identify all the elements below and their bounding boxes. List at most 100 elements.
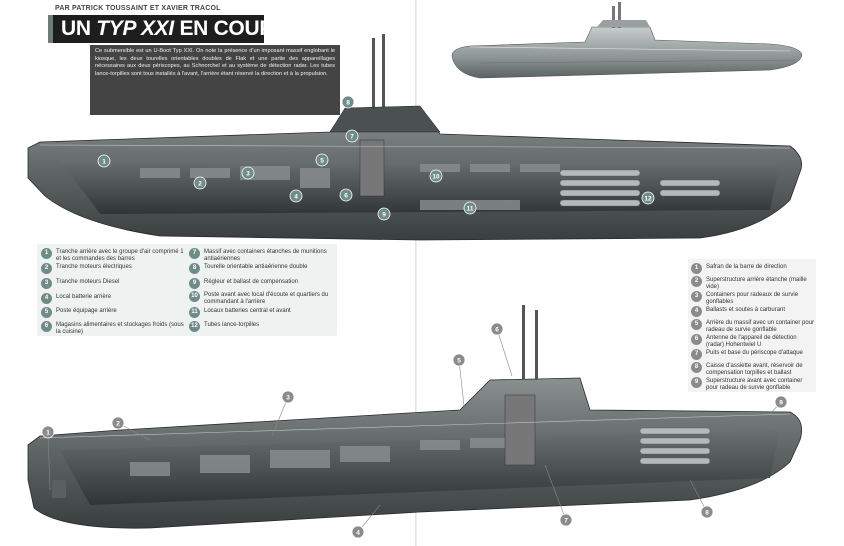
legend-text: Tranche arrière avec le groupe d'air com…	[56, 249, 184, 262]
legend-top-item: 4 Local batterie arrière	[41, 293, 189, 304]
callout-top-11: 11	[463, 201, 477, 215]
legend-text: Superstructure arrière étanche (maille v…	[706, 277, 807, 290]
top-cutaway-submarine	[27, 34, 803, 241]
legend-text: Safran de la barre de direction	[706, 264, 787, 270]
legend-text: Containers pour radeaux de survie gonfla…	[706, 292, 799, 305]
callout-top-12-label: 12	[644, 196, 652, 203]
legend-text: Locaux batteries central et avant	[204, 308, 291, 314]
page-gutter	[415, 0, 417, 546]
legend-number: 5	[41, 307, 52, 318]
callout-top-3: 3	[241, 166, 255, 180]
legend-text: Superstructure avant avec container pour…	[706, 378, 803, 391]
legend-top-item: 3 Tranche moteurs Diesel	[41, 278, 189, 289]
legend-number: 2	[691, 276, 702, 287]
legend-top-item: 8 Tourelle orientable antiaérienne double	[189, 263, 337, 274]
legend-top-item: 12 Tubes lance-torpilles	[189, 321, 337, 332]
legend-bottom-item: 8 Caisse d'assiette avant, réservoir de c…	[691, 362, 815, 376]
legend-number: 8	[691, 362, 702, 373]
callout-top-8-label: 8	[346, 100, 350, 107]
legend-text: Poste équipage arrière	[56, 308, 117, 314]
callout-top-3-label: 3	[246, 171, 250, 178]
exterior-submarine-view	[451, 2, 803, 79]
callout-bottom-5-label: 5	[457, 358, 461, 365]
legend-text: Poste avant avec local d'écoute et quart…	[204, 292, 329, 305]
callout-top-7-label: 7	[350, 134, 354, 141]
legend-text: Local batterie arrière	[56, 294, 112, 300]
legend-top-item: 10 Poste avant avec local d'écoute et qua…	[189, 291, 337, 305]
byline: PAR PATRICK TOUSSAINT ET XAVIER TRACOL	[55, 5, 221, 12]
legend-number: 4	[41, 293, 52, 304]
callout-bottom-2-label: 2	[116, 421, 120, 428]
legend-text: Ballasts et soutes à carburant	[706, 307, 786, 313]
legend-text: Massif avec containers étanches de munit…	[204, 249, 327, 262]
legend-text: Magasins alimentaires et stockages froid…	[56, 322, 184, 335]
legend-number: 8	[189, 263, 200, 274]
legend-number: 2	[41, 263, 52, 274]
legend-number: 1	[41, 248, 52, 259]
legend-bottom-item: 1 Safran de la barre de direction	[691, 263, 815, 274]
intro-text: Ce submersible est un U-Boot Typ XXI. On…	[90, 45, 340, 115]
legend-text: Tourelle orientable antiaérienne double	[204, 264, 308, 270]
legend-bottom-item: 4 Ballasts et soutes à carburant	[691, 306, 815, 317]
legend-number: 1	[691, 263, 702, 274]
callout-top-6: 6	[339, 188, 353, 202]
legend-number: 12	[189, 321, 200, 332]
top-diagram-callouts: 1 2 3 4 5 6 7 8 9 10 11 12	[97, 95, 655, 221]
callout-bottom-2: 2	[111, 416, 125, 430]
legend-number: 10	[189, 291, 200, 302]
callout-top-10: 10	[429, 169, 443, 183]
legend-number: 9	[189, 278, 200, 289]
legend-text: Puits et base du périscope d'attaque	[706, 350, 803, 356]
callout-top-2-label: 2	[198, 181, 202, 188]
legend-text: Tubes lance-torpilles	[204, 322, 260, 328]
callout-bottom-4: 4	[351, 525, 365, 539]
callout-top-11-label: 11	[467, 206, 474, 213]
legend-bottom-item: 5 Arrière du massif avec un container pou…	[691, 319, 815, 333]
callout-top-12: 12	[641, 191, 655, 205]
callout-bottom-1: 1	[41, 425, 55, 439]
legend-number: 6	[41, 321, 52, 332]
callout-top-1-label: 1	[102, 159, 106, 166]
legend-top-diagram: 1 Tranche arrière avec le groupe d'air co…	[37, 244, 337, 336]
legend-bottom-item: 6 Antenne de l'appareil de détection (rad…	[691, 334, 815, 348]
legend-number: 5	[691, 319, 702, 330]
legend-bottom-item: 2 Superstructure arrière étanche (maille …	[691, 276, 815, 290]
legend-number: 6	[691, 334, 702, 345]
legend-top-item: 1 Tranche arrière avec le groupe d'air co…	[41, 248, 189, 262]
callout-top-7: 7	[345, 129, 359, 143]
callout-bottom-4-label: 4	[356, 530, 360, 537]
title-prefix: UN	[61, 17, 97, 40]
legend-text: Arrière du massif avec un container pour…	[706, 320, 815, 333]
legend-number: 4	[691, 306, 702, 317]
callout-top-8: 8	[341, 95, 355, 109]
legend-top-item: 6 Magasins alimentaires et stockages froi…	[41, 321, 189, 335]
callout-top-1: 1	[97, 154, 111, 168]
callout-bottom-8-label: 8	[705, 510, 709, 517]
callout-top-5: 5	[315, 153, 329, 167]
legend-top-item: 5 Poste équipage arrière	[41, 307, 189, 318]
legend-text: Antenne de l'appareil de détection (rada…	[706, 335, 797, 348]
legend-number: 11	[189, 307, 200, 318]
callout-top-4: 4	[289, 189, 303, 203]
callout-top-4-label: 4	[294, 194, 298, 201]
legend-number: 3	[41, 278, 52, 289]
title-model: TYP XXI	[96, 17, 174, 40]
legend-text: Caisse d'assiette avant, réservoir de co…	[706, 363, 803, 376]
callout-bottom-3-label: 3	[286, 395, 290, 402]
title-suffix: EN COUPE	[173, 17, 287, 40]
callout-top-5-label: 5	[320, 158, 324, 165]
callout-top-9: 9	[377, 207, 391, 221]
legend-text: Tranche moteurs Diesel	[56, 279, 120, 285]
callout-bottom-7: 7	[559, 513, 573, 527]
callout-bottom-9: 9	[774, 395, 788, 409]
callout-bottom-9-label: 9	[779, 400, 783, 407]
callout-top-2: 2	[193, 176, 207, 190]
